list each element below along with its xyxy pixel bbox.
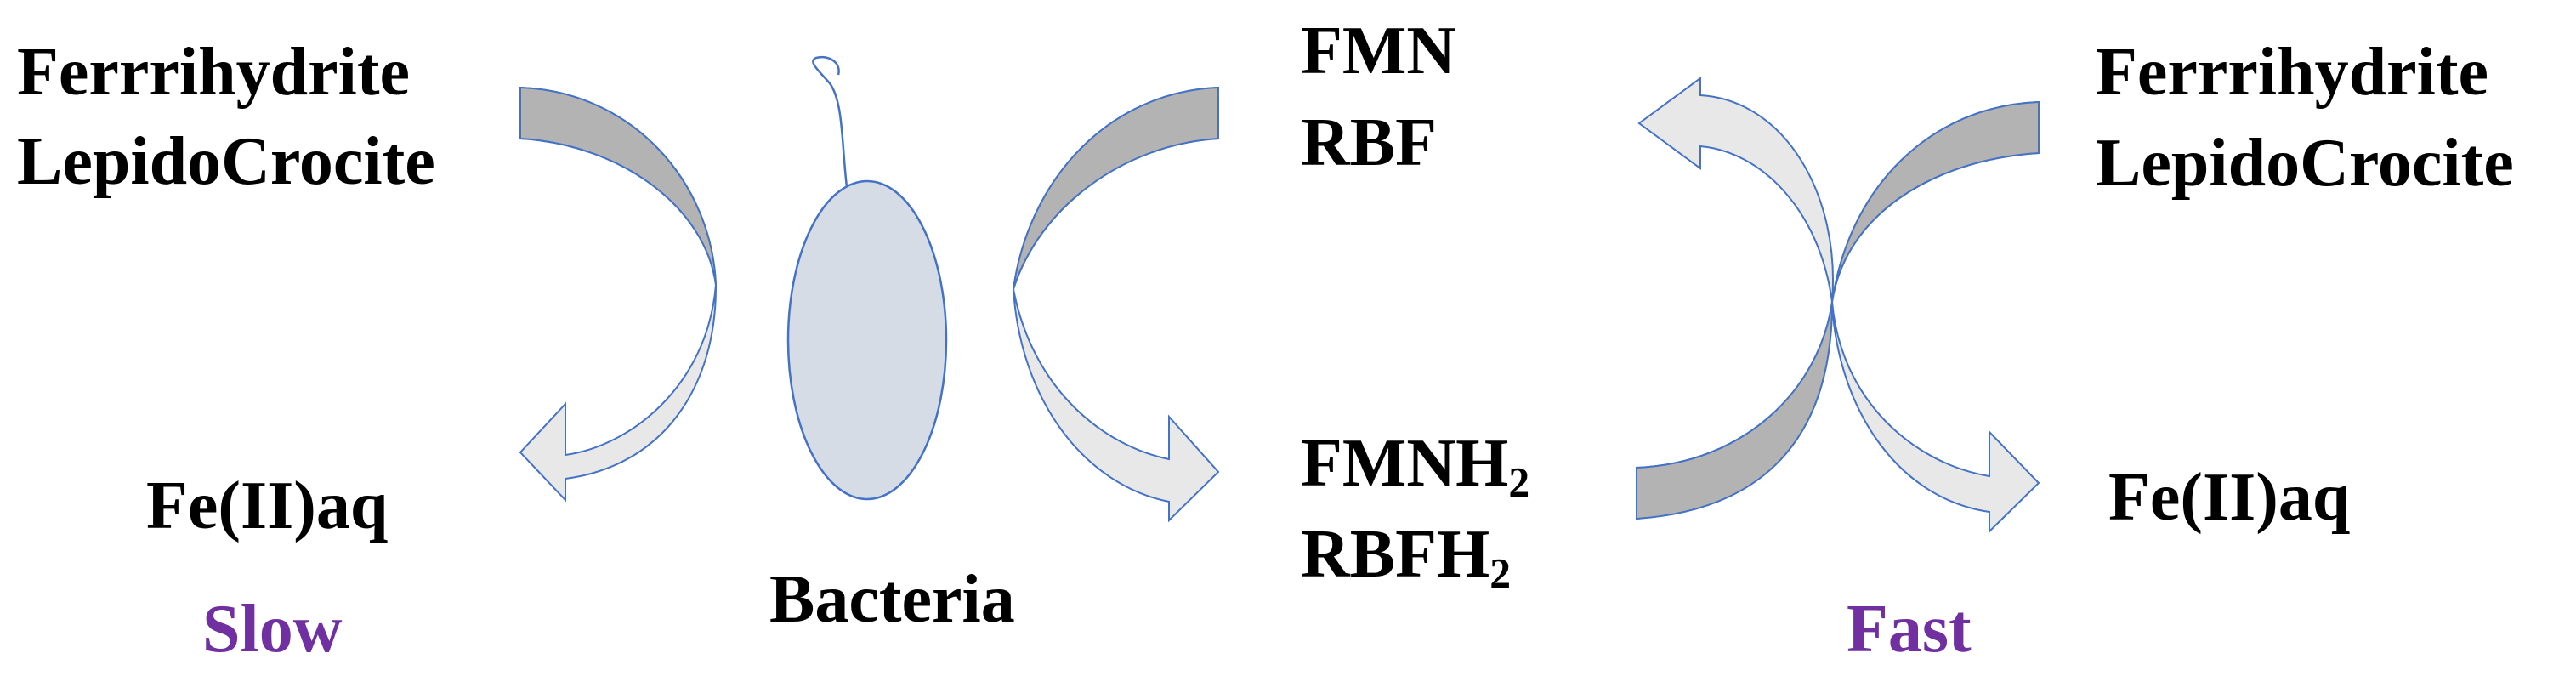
left-product-fe2: Fe(II)aq [146, 469, 389, 543]
flagellum [812, 55, 848, 188]
rbf-label: RBF [1301, 105, 1437, 180]
rbfh2-base: RBFH [1301, 517, 1490, 592]
bacteria-label: Bacteria [769, 562, 1015, 637]
rbfh2-subscript: 2 [1489, 549, 1512, 597]
left-arrow-shaded-face [519, 86, 717, 286]
mineral-arrow-shaded-face [1831, 100, 2040, 303]
left-mineral-ferrihydrite: Ferrrihydrite [17, 35, 410, 110]
reoxidation-arrow-shaded-face [1636, 301, 1833, 520]
fmn-label: FMN [1301, 14, 1456, 88]
left-rate-label: Slow [202, 592, 343, 667]
rbfh2-label: RBFH2 [1301, 520, 1511, 594]
fmnh2-subscript: 2 [1508, 458, 1530, 506]
right-rate-label: Fast [1847, 592, 1972, 667]
right-mineral-ferrihydrite: Ferrrihydrite [2096, 35, 2488, 110]
fmnh2-label: FMNH2 [1301, 429, 1529, 503]
left-mineral-lepidocrocite: LepidoCrocite [17, 124, 435, 199]
bacteria-cell [786, 179, 948, 501]
right-mineral-lepidocrocite: LepidoCrocite [2096, 126, 2514, 201]
fmnh2-base: FMNH [1301, 426, 1509, 501]
right-product-fe2: Fe(II)aq [2108, 460, 2351, 535]
flavin-arrow-shaded-face [1013, 86, 1219, 290]
